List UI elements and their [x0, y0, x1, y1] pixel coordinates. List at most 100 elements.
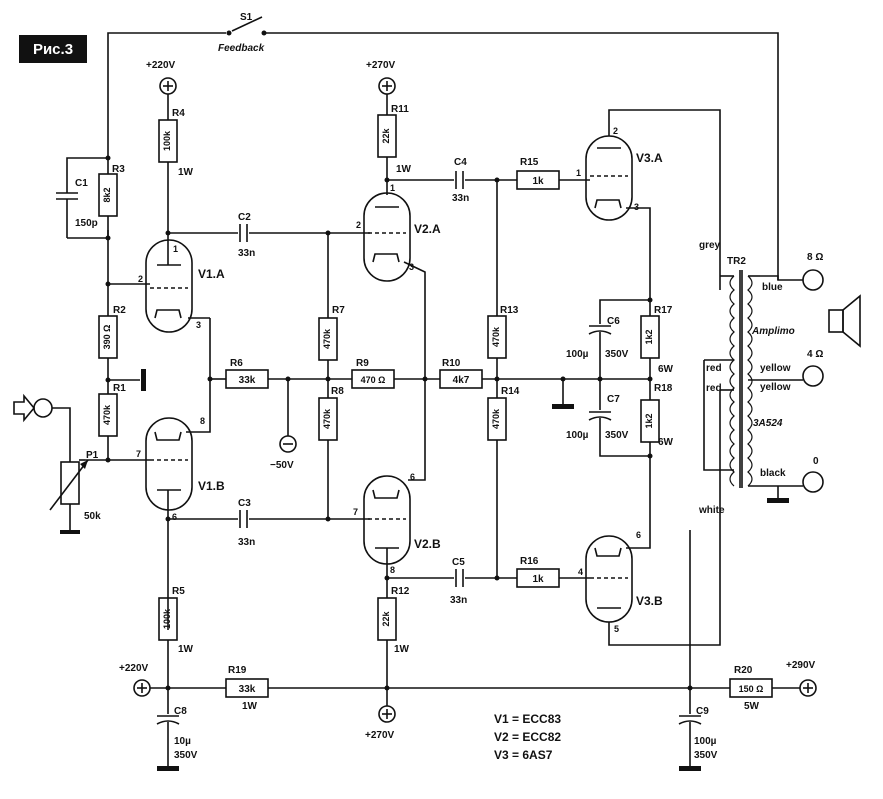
v3a-pin-p: 2: [613, 126, 618, 136]
c7-ref: C7: [607, 394, 620, 405]
c6-value: 100µ: [566, 349, 589, 360]
supply-290-label: +290V: [786, 660, 816, 671]
r20-ref: R20: [734, 665, 753, 676]
r20-value: 150 Ω: [739, 684, 764, 694]
potentiometer-p1: [49, 459, 89, 534]
cathode-rail: [210, 369, 650, 436]
r6-ref: R6: [230, 358, 243, 369]
c7-voltage: 350V: [605, 430, 629, 441]
p1-ref: P1: [86, 450, 99, 461]
r12-ref: R12: [391, 586, 410, 597]
r3-ref: R3: [112, 164, 125, 175]
capacitor-c3: [168, 510, 370, 528]
r1-value: 470k: [102, 404, 112, 425]
tap-0-label: 0: [813, 456, 819, 467]
legend-v3: V3 = 6AS7: [494, 748, 553, 762]
wire-black: black: [760, 468, 786, 479]
c9-value: 100µ: [694, 736, 717, 747]
r3-value: 8k2: [102, 187, 112, 202]
r17-power: 6W: [658, 364, 674, 375]
supply-270-top-label: +270V: [366, 60, 396, 71]
tube-v2b: [363, 475, 411, 598]
v2a-pin-p: 1: [390, 183, 395, 193]
r20-power: 5W: [744, 701, 760, 712]
v3b-pin-p: 6: [636, 530, 641, 540]
bottom-rail: [133, 530, 817, 723]
tr2-model: 3A524: [753, 418, 783, 429]
capacitor-c6: [588, 299, 650, 379]
c9-voltage: 350V: [694, 750, 718, 761]
capacitor-c4: [387, 171, 517, 189]
r16-value: 1k: [532, 574, 544, 585]
capacitor-c2: [168, 224, 370, 242]
r7-ref: R7: [332, 305, 345, 316]
v3b-pin-k: 5: [614, 624, 619, 634]
tap-0: [802, 471, 824, 493]
r18-power: 6W: [658, 437, 674, 448]
capacitor-c9: [678, 688, 702, 771]
r4-ref: R4: [172, 108, 185, 119]
c8-value: 10µ: [174, 736, 191, 747]
tube-v3a: [585, 109, 721, 316]
figure-label: Рис.3: [33, 41, 73, 58]
c5-value: 33n: [450, 595, 467, 606]
switch-ref: S1: [240, 12, 253, 23]
p1-value: 50k: [84, 511, 101, 522]
supply-220-top: [159, 77, 177, 120]
r19-value: 33k: [239, 684, 256, 695]
c9-ref: C9: [696, 706, 709, 717]
wire-grey: grey: [699, 240, 721, 251]
r16-ref: R16: [520, 556, 539, 567]
v1b-pin-g: 7: [136, 449, 141, 459]
wire-red-1: red: [706, 363, 722, 374]
input-terminal: [13, 393, 71, 462]
c1-ref: C1: [75, 178, 88, 189]
tap-8ohm: [802, 269, 824, 291]
r10-ref: R10: [442, 358, 461, 369]
v1b-label: V1.B: [198, 479, 225, 493]
r1-ref: R1: [113, 383, 126, 394]
tube-v1b: [145, 318, 211, 630]
supply-220-top-label: +220V: [146, 60, 176, 71]
v2a-pin-k: 3: [409, 262, 414, 272]
v2b-pin-g: 7: [353, 507, 358, 517]
ground-rail: [552, 379, 574, 409]
r17-value: 1k2: [644, 329, 654, 344]
resistor-r5: [158, 597, 178, 672]
r17-ref: R17: [654, 305, 673, 316]
v1a-label: V1.A: [198, 267, 225, 281]
r12-value: 22k: [381, 611, 391, 627]
v2a-label: V2.A: [414, 222, 441, 236]
resistor-r13: [487, 180, 507, 379]
r19-power: 1W: [242, 701, 258, 712]
c8-voltage: 350V: [174, 750, 198, 761]
r14-value: 470k: [491, 408, 501, 429]
resistor-r18: [640, 379, 660, 443]
c2-ref: C2: [238, 212, 251, 223]
c1-value: 150p: [75, 218, 98, 229]
feedback-line: [107, 16, 803, 281]
r13-ref: R13: [500, 305, 519, 316]
r14-ref: R14: [501, 386, 520, 397]
r18-value: 1k2: [644, 413, 654, 428]
switch-label: Feedback: [218, 43, 265, 54]
r2-value: 390 Ω: [102, 325, 112, 350]
r5-power: 1W: [178, 644, 194, 655]
r18-ref: R18: [654, 383, 673, 394]
r11-ref: R11: [391, 104, 409, 115]
v1b-pin-k: 8: [200, 416, 205, 426]
resistor-r1: [98, 393, 118, 437]
v2b-label: V2.B: [414, 537, 441, 551]
figure-badge: Рис.3: [19, 35, 87, 63]
r4-power: 1W: [178, 167, 194, 178]
r15-ref: R15: [520, 157, 539, 168]
v3b-pin-g: 4: [578, 567, 583, 577]
resistor-r11: [377, 114, 397, 195]
v3b-label: V3.B: [636, 594, 663, 608]
tube-legend: V1 = ECC83 V2 = ECC82 V3 = 6AS7: [494, 712, 561, 762]
wire-blue: blue: [762, 282, 783, 293]
v2a-pin-g: 2: [356, 220, 361, 230]
r8-value: 470k: [322, 408, 332, 429]
capacitor-c8: [156, 688, 180, 771]
r13-value: 470k: [491, 326, 501, 347]
